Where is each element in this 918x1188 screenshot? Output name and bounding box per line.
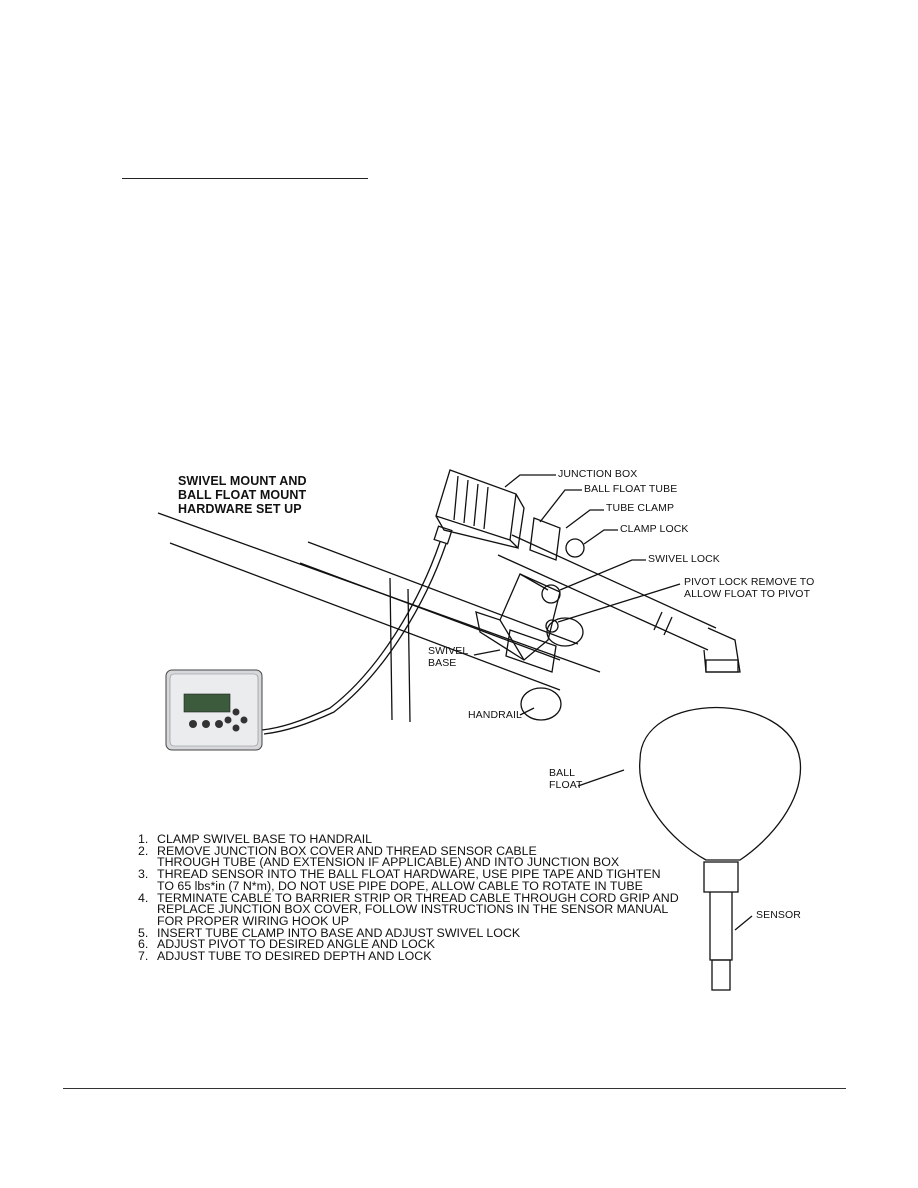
leader-junction-box (504, 474, 556, 488)
tube-collar (653, 611, 673, 636)
leader-ball-float-tube (539, 489, 582, 523)
handrail-rail-2 (169, 542, 561, 691)
leader-ball-float (577, 769, 625, 787)
leader-sensor (734, 915, 753, 931)
step-text: CLAMP SWIVEL BASE TO HANDRAIL (157, 832, 373, 846)
step-text: TERMINATE CABLE TO BARRIER STRIP OR THRE… (157, 890, 679, 905)
step-4-continued-1: REPLACE JUNCTION BOX COVER, FOLLOW INSTR… (157, 902, 669, 917)
heading-underline (122, 178, 368, 179)
leader-pivot-lock (557, 583, 681, 623)
sensor-fitting (703, 861, 739, 893)
label-ball-float-line-2: FLOAT (549, 779, 583, 791)
step-5: 5. INSERT TUBE CLAMP INTO BASE AND ADJUST… (138, 925, 679, 940)
step-text: THREAD SENSOR INTO THE BALL FLOAT HARDWA… (157, 867, 661, 882)
junction-box-lines (453, 475, 489, 530)
figure-title-line-3: HARDWARE SET UP (178, 502, 302, 516)
label-swivel-base-line-2: BASE (428, 657, 457, 669)
sensor-tip (711, 959, 731, 991)
swivel-lock-knob (541, 584, 561, 604)
leader-swivel-lock (559, 559, 646, 591)
handrail-clamp-lower (520, 687, 562, 721)
step-2: 2. REMOVE JUNCTION BOX COVER AND THREAD S… (138, 843, 679, 858)
label-handrail: HANDRAIL (468, 709, 522, 721)
instruction-steps: 1. CLAMP SWIVEL BASE TO HANDRAIL 2. REMOVE… (138, 832, 679, 964)
junction-box-body (435, 469, 525, 550)
step-text: INSERT TUBE CLAMP INTO BASE AND ADJUST S… (157, 925, 521, 940)
sensor-cable (261, 541, 441, 731)
step-text: ADJUST TUBE TO DESIRED DEPTH AND LOCK (157, 949, 432, 964)
step-number: 7. (138, 949, 149, 964)
step-4: 4. TERMINATE CABLE TO BARRIER STRIP OR TH… (138, 890, 679, 905)
step-3-continued: TO 65 lbs*in (7 N*m), DO NOT USE PIPE DO… (157, 878, 643, 893)
step-number: 1. (138, 832, 149, 846)
step-4-continued-2: FOR PROPER WIRING HOOK UP (157, 913, 350, 928)
leader-tube-clamp (565, 509, 604, 529)
handrail-bottom-rail (307, 541, 579, 645)
leader-swivel-base (473, 649, 501, 656)
swivel-base-bracket (475, 573, 561, 661)
label-ball-float-line-1: BALL (549, 767, 576, 779)
tube-clamp (529, 517, 561, 561)
step-number: 2. (138, 843, 149, 858)
handrail-clamp-upper (546, 617, 584, 647)
step-number: 5. (138, 925, 149, 940)
label-pivot-lock-line-2: ALLOW FLOAT TO PIVOT (684, 588, 811, 600)
cord-grip (433, 525, 453, 545)
step-number: 4. (138, 890, 149, 905)
clamp-lock-knob (565, 538, 585, 558)
step-7: 7. ADJUST TUBE TO DESIRED DEPTH AND LOCK (138, 949, 679, 964)
pivot-lock-knob (545, 619, 559, 633)
step-number: 6. (138, 937, 149, 952)
step-text: ADJUST PIVOT TO DESIRED ANGLE AND LOCK (157, 937, 435, 952)
step-6: 6. ADJUST PIVOT TO DESIRED ANGLE AND LOCK (138, 937, 679, 952)
label-junction-box: JUNCTION BOX (558, 468, 638, 480)
label-swivel-lock: SWIVEL LOCK (648, 553, 720, 565)
leader-clamp-lock (583, 529, 618, 545)
label-ball-float-tube: BALL FLOAT TUBE (584, 483, 678, 495)
label-pivot-lock-line-1: PIVOT LOCK REMOVE TO (684, 576, 815, 588)
sensor-body (709, 892, 733, 961)
footer-divider (63, 1088, 846, 1089)
label-tube-clamp: TUBE CLAMP (606, 502, 675, 514)
label-swivel-base-line-1: SWIVEL (428, 645, 469, 657)
step-text: REMOVE JUNCTION BOX COVER AND THREAD SEN… (157, 843, 537, 858)
step-number: 3. (138, 867, 149, 882)
label-sensor: SENSOR (756, 909, 801, 921)
handrail-rail-4 (299, 562, 561, 661)
swivel-base-plate (505, 629, 557, 673)
figure-title-line-1: SWIVEL MOUNT AND (178, 474, 307, 488)
figure-title-line-2: BALL FLOAT MOUNT (178, 488, 307, 502)
figure-title: SWIVEL MOUNT AND BALL FLOAT MOUNT HARDWA… (178, 474, 307, 516)
ball-float (639, 706, 802, 861)
step-3: 3. THREAD SENSOR INTO THE BALL FLOAT HARD… (138, 867, 679, 882)
tube-elbow (703, 627, 741, 673)
leader-handrail (519, 707, 535, 716)
ball-float-tube (497, 534, 717, 651)
controller-device (165, 669, 263, 751)
step-1: 1. CLAMP SWIVEL BASE TO HANDRAIL (138, 832, 679, 846)
label-clamp-lock: CLAMP LOCK (620, 523, 689, 535)
step-2-continued: THROUGH TUBE (AND EXTENSION IF APPLICABL… (157, 855, 620, 870)
